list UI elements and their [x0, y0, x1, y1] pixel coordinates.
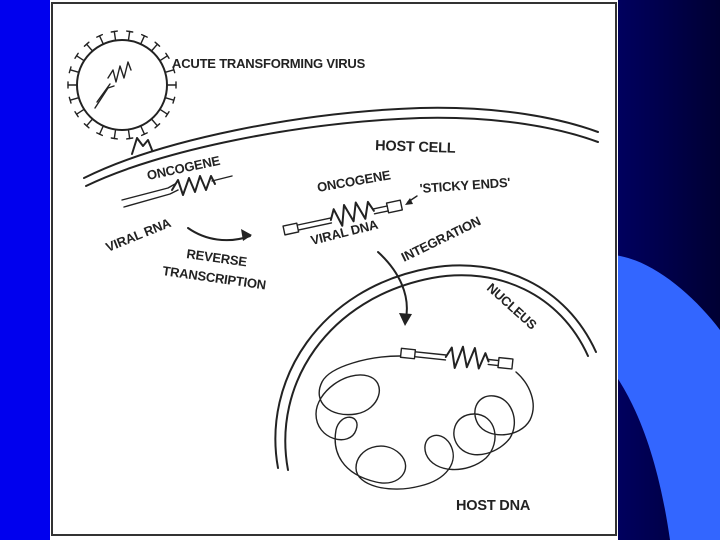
virus-spike [150, 43, 159, 52]
diagram-panel [50, 0, 618, 540]
integrated-oncogene-zigzag [444, 345, 490, 370]
virus-spike [150, 118, 159, 127]
virus-spike-cap [125, 137, 134, 140]
virus-spike-cap [83, 123, 90, 129]
virus-spike-cap [154, 123, 161, 129]
virus-oncogene-zigzag [107, 61, 132, 83]
virus-spike-cap [74, 52, 79, 59]
virus-spike [113, 128, 117, 140]
virus-spike [139, 35, 146, 45]
virus-spike-cap [165, 52, 170, 59]
virus-spike [75, 108, 85, 115]
integrated-sticky-end-right [497, 356, 514, 370]
virus-spike-cap [140, 132, 148, 137]
integration-arrow [377, 251, 408, 319]
virus-particle [67, 30, 177, 155]
sticky-ends-arrowhead [405, 198, 413, 205]
virus-spike [85, 43, 94, 52]
integration-arrowhead [399, 313, 412, 326]
virus-spike-cap [110, 137, 119, 140]
virus-spike-cap [125, 30, 134, 33]
rna-oncogene-zigzag [171, 175, 216, 196]
virus-spike [127, 128, 131, 140]
viral-dna [282, 199, 404, 236]
host-cell-membrane [83, 106, 599, 187]
virus-spike [85, 118, 94, 127]
virus-spike-cap [140, 33, 148, 38]
label-viral-dna: VIRAL DNA [309, 217, 380, 248]
label-integration: INTEGRATION [399, 213, 483, 264]
virus-spike [98, 35, 105, 45]
label-nucleus: NUCLEUS [484, 280, 540, 333]
integrated-provirus [399, 345, 514, 370]
virus-spike [139, 125, 146, 135]
virus-spike-cap [172, 96, 176, 104]
virus-spike [75, 55, 85, 62]
integrated-sticky-end-left [399, 347, 417, 360]
figure-border [51, 2, 617, 536]
reverse-transcription-arrow [187, 227, 251, 242]
nucleus-membrane [274, 264, 597, 471]
virus-spike-cap [96, 33, 104, 38]
label-oncogene-dna: ONCOGENE [316, 167, 392, 195]
dna-oncogene-zigzag [329, 200, 375, 227]
label-transcription: TRANSCRIPTION [162, 263, 267, 292]
label-host-cell: HOST CELL [375, 138, 456, 157]
virus-spike-cap [83, 41, 90, 47]
virus-spike-cap [165, 110, 170, 118]
virus-spike-cap [68, 66, 72, 74]
viral-rna [121, 175, 233, 208]
sticky-end-left [282, 222, 300, 236]
virus-spike-cap [74, 110, 79, 118]
virus-spike [159, 108, 169, 115]
label-host-dna: HOST DNA [456, 498, 531, 514]
virus-spike [127, 30, 131, 42]
virus-spike-cap [68, 96, 72, 104]
virus-spike [98, 125, 105, 135]
virus-spike [69, 96, 80, 101]
reverse-arrowhead [241, 229, 252, 241]
label-acute-virus: ACUTE TRANSFORMING VIRUS [172, 56, 366, 71]
label-sticky-ends: 'STICKY ENDS' [419, 175, 511, 196]
virus-spike-cap [110, 30, 119, 33]
virus-spike [164, 69, 175, 74]
label-viral-rna: VIRAL RNA [104, 215, 174, 255]
virus-spike-cap [154, 41, 161, 47]
accent-swoosh [600, 254, 720, 540]
virus-spike-cap [172, 66, 176, 74]
viral-attachment [131, 137, 153, 155]
virus-spike [164, 96, 175, 101]
virus-spike [113, 30, 117, 42]
virus-spike [69, 69, 80, 74]
label-reverse: REVERSE [186, 246, 249, 269]
host-dna-strand [315, 355, 534, 490]
virus-spike [159, 55, 169, 62]
virus-spike-cap [96, 132, 104, 137]
sticky-end-right [385, 199, 404, 214]
